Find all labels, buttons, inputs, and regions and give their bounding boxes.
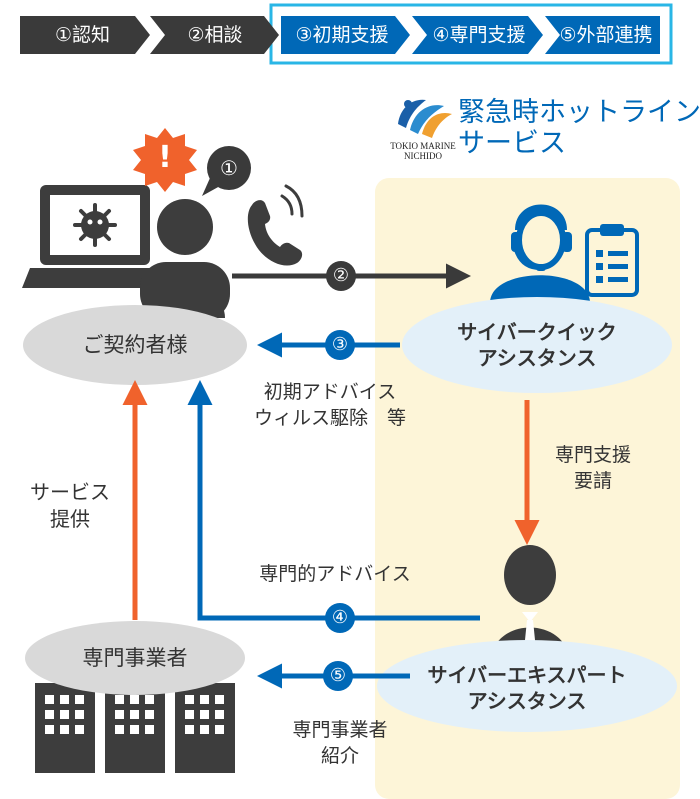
step-chevron-5 bbox=[545, 16, 660, 54]
step-label-4: ④専門支援 bbox=[432, 24, 526, 46]
badge-1-label: ① bbox=[220, 156, 238, 180]
phone-icon bbox=[247, 184, 304, 266]
expert-advice-label: 専門的アドバイス bbox=[259, 563, 411, 585]
step-label-2: ②相談 bbox=[187, 24, 243, 46]
initial-advice-label-line2: ウィルス駆除 等 bbox=[253, 407, 406, 429]
step-chevron-2 bbox=[150, 16, 279, 54]
badge-4-label: ④ bbox=[331, 607, 349, 628]
quick-assistance-node bbox=[402, 297, 672, 393]
alert-icon bbox=[133, 128, 197, 192]
initial-advice-label-line1: 初期アドバイス bbox=[263, 381, 397, 403]
step-label-3: ③初期支援 bbox=[295, 24, 389, 46]
badge-5-circle bbox=[323, 661, 353, 691]
step-chevron-3 bbox=[281, 16, 410, 54]
clipboard-icon bbox=[585, 224, 639, 297]
step-chevron-1 bbox=[20, 16, 150, 54]
badge-5-label: ⑤ bbox=[329, 665, 347, 686]
badge-2-label: ② bbox=[332, 265, 350, 286]
customer-label: ご契約者様 bbox=[82, 333, 188, 357]
customer-node bbox=[23, 305, 247, 385]
specialist-intro-label-line1: 専門事業者 bbox=[292, 719, 388, 741]
operator-headset-icon bbox=[490, 204, 590, 303]
step-chevron-4 bbox=[412, 16, 543, 54]
expert-assistance-node bbox=[377, 640, 677, 732]
badge-3-label: ③ bbox=[331, 334, 349, 355]
badge-3-circle bbox=[325, 330, 355, 360]
specialist-node bbox=[25, 621, 245, 695]
step-label-5: ⑤外部連携 bbox=[559, 24, 653, 46]
arrow-expert-advice bbox=[187, 380, 480, 621]
specialist-intro-label-line2: 紹介 bbox=[320, 745, 359, 767]
logo-text-line1: TOKIO MARINE bbox=[390, 141, 456, 151]
service-provision-label-line2: 提供 bbox=[50, 507, 90, 531]
specialist-request-label-line1: 専門支援 bbox=[554, 444, 631, 466]
buildings-icon bbox=[35, 683, 235, 773]
service-title-line1: 緊急時ホットライン bbox=[458, 97, 700, 128]
badge-4-circle bbox=[325, 603, 355, 633]
alert-mark: ! bbox=[158, 140, 172, 175]
expert-assistance-label-line1: サイバーエキスパート bbox=[427, 663, 627, 687]
step-label-1: ①認知 bbox=[54, 24, 111, 46]
specialist-request-label-line2: 要請 bbox=[573, 470, 612, 492]
service-provision-label-line1: サービス bbox=[30, 480, 110, 504]
virus-icon bbox=[73, 203, 117, 247]
expert-assistance-label-line2: アシスタンス bbox=[467, 689, 587, 713]
specialist-label: 専門事業者 bbox=[82, 646, 188, 670]
quick-assistance-label-line1: サイバークイック bbox=[457, 320, 617, 344]
logo-text-line2: NICHIDO bbox=[404, 151, 442, 161]
customer-person-icon bbox=[140, 199, 230, 320]
quick-assistance-label-line2: アシスタンス bbox=[477, 346, 597, 370]
badge-2-circle bbox=[326, 261, 356, 291]
tokio-marine-logo-icon bbox=[398, 99, 452, 138]
speech-bubble-icon bbox=[202, 146, 251, 196]
service-title-line2: サービス bbox=[458, 128, 566, 159]
